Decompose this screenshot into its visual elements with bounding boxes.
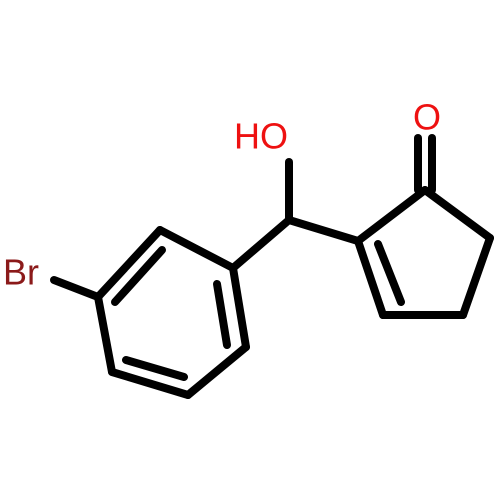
bond-ring-6-inner <box>111 246 166 306</box>
bond-ring-5 <box>94 293 116 376</box>
bond-pent-1 <box>354 186 429 245</box>
bond-ring-4-inner <box>122 356 188 381</box>
bond-pent-3 <box>459 234 494 319</box>
bond-ring-2 <box>229 264 250 351</box>
bond-ring-1 <box>156 226 237 272</box>
atom-labels: Br O HO <box>3 97 441 293</box>
bond-ring-4 <box>108 368 192 399</box>
bonds <box>50 134 494 399</box>
bond-c-br <box>50 276 102 301</box>
bond-pent-5 <box>354 237 387 319</box>
bond-pent-5-inner <box>374 240 405 306</box>
bromine-label: Br <box>3 252 39 293</box>
bond-pent-2 <box>421 186 494 242</box>
bond-ring-carbinol <box>229 216 293 272</box>
hydroxyl-label: HO <box>234 116 288 157</box>
bond-ring-3 <box>184 343 250 399</box>
bond-ring-2-inner <box>213 280 231 349</box>
bond-carbinol-cyclopentenone <box>285 216 362 245</box>
bond-ring-6 <box>94 226 164 301</box>
carbonyl-oxygen-label: O <box>413 97 441 138</box>
